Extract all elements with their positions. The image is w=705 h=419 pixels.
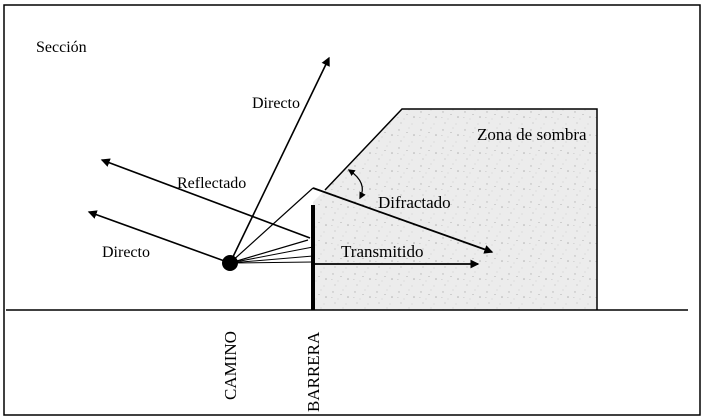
shadow-zone <box>313 109 597 310</box>
shadow-zone-outline <box>324 108 598 310</box>
sound-source-dot <box>222 255 238 271</box>
label-road: CAMINO <box>221 331 240 400</box>
diffraction-angle-arc <box>347 169 366 200</box>
ray-diffracted <box>312 187 494 254</box>
ray-fan-1 <box>229 246 314 264</box>
diagram-frame <box>3 4 701 416</box>
ray-fan-3 <box>229 261 314 264</box>
label-shadow-zone: Zona de sombra <box>477 125 587 144</box>
ray-direct-up <box>229 56 330 264</box>
label-direct-up: Directo <box>252 95 300 112</box>
ray-direct-left <box>87 210 231 264</box>
label-transmitted: Transmitido <box>341 242 424 261</box>
label-direct-left: Directo <box>102 244 150 261</box>
label-reflected: Reflectado <box>177 175 246 192</box>
ray-to-barrier-top <box>229 187 314 264</box>
ray-reflected-out <box>100 158 311 239</box>
section-label: Sección <box>36 39 87 56</box>
label-diffracted: Difractado <box>378 193 451 212</box>
label-barrier: BARRERA <box>304 331 323 412</box>
ray-reflected-in <box>229 239 309 264</box>
ray-fan-2 <box>229 255 314 264</box>
